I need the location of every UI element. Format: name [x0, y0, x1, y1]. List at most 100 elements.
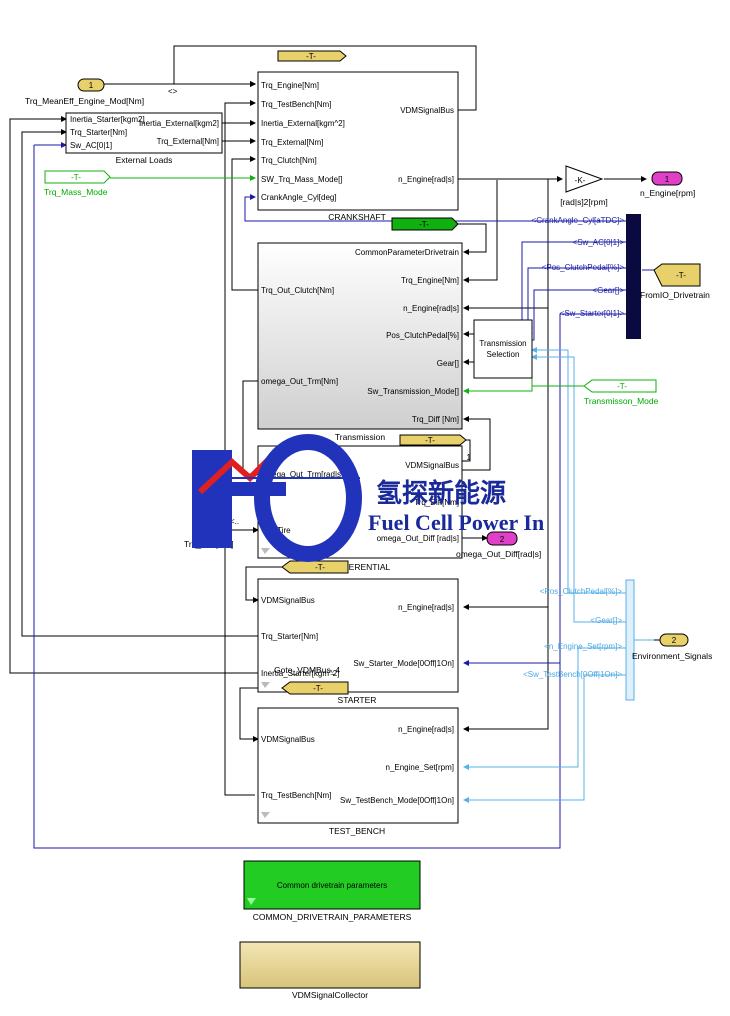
ts-line1: Transmission [479, 339, 526, 348]
bse-out-3: <Sw_TestBench[0Off|1On]> [523, 670, 622, 679]
block-arrow-icon [247, 898, 256, 905]
cs-in-2: Inertia_External[kgm^2] [261, 119, 345, 128]
el-in-sw-ac: Sw_AC[0|1] [70, 141, 112, 150]
env-wires [463, 347, 654, 803]
tr-in-1: Trq_Engine[Nm] [401, 276, 459, 285]
el-in-inertia: Inertia_Starter[kgm2] [70, 115, 145, 124]
inport-1-label: Trq_MeanEff_Engine_Mod[Nm] [25, 96, 144, 106]
st-out-1: Sw_Starter_Mode[0Off|1On] [353, 659, 454, 668]
from-tag-drivetrain[interactable]: -T- [653, 263, 701, 287]
from-tag-transmission-mode[interactable]: -T- [583, 379, 657, 393]
tb-out-1: n_Engine_Set[rpm] [386, 763, 455, 772]
el-in-trq-starter: Trq_Starter[Nm] [70, 128, 127, 137]
tag-label: -T- [313, 684, 323, 693]
tr-out-0: Trq_Out_Clutch[Nm] [261, 286, 334, 295]
cs-in-6: CrankAngle_Cyl[deg] [261, 193, 337, 202]
external-loads-block[interactable]: Inertia_Starter[kgm2] Trq_Starter[Nm] Sw… [65, 112, 223, 154]
signal-wires [9, 45, 647, 796]
tag-label: -T- [425, 436, 435, 445]
bs-out-3: <Gear[]> [592, 286, 624, 295]
bs-out-2: <Pos_ClutchPedal[%]> [542, 263, 625, 272]
bs-out-4: <Sw_Starter[0|1]> [560, 309, 625, 318]
differential-caption: DIFFERENTIAL [330, 562, 391, 572]
transmission-mode-label: Transmisson_Mode [584, 396, 659, 406]
test-bench-block[interactable]: VDMSignalBus Trq_TestBench[Nm] n_Engine[… [257, 707, 459, 824]
cs-in-0: Trq_Engine[Nm] [261, 81, 319, 90]
starter-block[interactable]: VDMSignalBus Trq_Starter[Nm] Inertia_Sta… [257, 578, 459, 693]
inport-1[interactable]: 1 [77, 78, 105, 92]
outport-2-label: omega_Out_Diff[rad|s] [456, 549, 541, 559]
el-out-inertia: Inertia_External[kgm2] [139, 119, 219, 128]
tr-out-1: omega_Out_Trm[Nm] [261, 377, 338, 386]
tag-label: -T- [617, 382, 627, 391]
st-in-1: Trq_Starter[Nm] [261, 632, 318, 641]
block-arrow-icon [261, 548, 270, 554]
bus-selector-top-labels: <CrankAngle_Cyl[aTDC]> <Sw_AC[0|1]> <Pos… [532, 216, 625, 318]
gain-caption: [rad|s]2[rpm] [560, 197, 608, 207]
tag-label: -T- [419, 220, 429, 229]
bse-out-2: <n_Engine_Set[rpm]> [544, 642, 622, 651]
outport-1[interactable]: 1 [651, 171, 683, 186]
goto-tag-differential[interactable]: -T- [399, 434, 467, 446]
goto-tag-testbench[interactable]: -T- [281, 681, 349, 695]
df-out-1: Trq_Diff[Nm] [414, 498, 459, 507]
junction-mark: <> [168, 87, 178, 96]
bus-selector-env[interactable] [625, 579, 635, 701]
outport-1-number: 1 [665, 175, 670, 184]
tr-in-4: Gear[] [437, 359, 459, 368]
df-out-0: VDMSignalBus [405, 461, 459, 470]
outport-2[interactable]: 2 [486, 531, 518, 546]
cs-in-5: SW_Trq_Mass_Mode[] [261, 175, 343, 184]
from-tag-top[interactable]: -T- [277, 50, 347, 62]
from-tag-trq-mass-mode[interactable]: -T- [44, 170, 111, 184]
tr-in-5: Sw_Transmission_Mode[] [367, 387, 459, 396]
collector-caption: VDMSignalCollector [292, 990, 368, 1000]
starter-caption: STARTER [338, 695, 377, 705]
inport-2-label: Environment_Signals [632, 651, 712, 661]
outport-2-number: 2 [500, 535, 505, 544]
fromio-drivetrain-label: FromIO_Drivetrain [640, 290, 710, 300]
tag-label: -T- [306, 52, 316, 61]
st-in-0: VDMSignalBus [261, 596, 315, 605]
bus-selector-top[interactable] [626, 214, 641, 339]
tag-label: -T- [71, 173, 81, 182]
bse-out-1: <Gear[]> [590, 616, 622, 625]
inport-2[interactable]: 2 [659, 633, 689, 647]
bs-out-0: <CrankAngle_Cyl[aTDC]> [532, 216, 625, 225]
transmission-block[interactable]: CommonParameterDrivetrain Trq_Engine[Nm]… [257, 242, 463, 430]
goto-vdmbus-label: Goto_VDMBus_4 [274, 665, 340, 675]
common-drivetrain-params-block[interactable]: Common drivetrain parameters [243, 860, 421, 910]
crankshaft-caption: CRANKSHAFT [328, 212, 386, 222]
outport-1-label: n_Engine[rpm] [640, 188, 695, 198]
bs-out-1: <Sw_AC[0|1]> [573, 238, 625, 247]
from-tag-starter[interactable]: -T- [281, 560, 349, 574]
from-tag-common-params[interactable]: -T- [391, 217, 459, 231]
tb-in-1: Trq_TestBench[Nm] [261, 791, 331, 800]
cdp-inner: Common drivetrain parameters [277, 881, 387, 890]
trq-mass-mode-label: Trq_Mass_Mode [44, 187, 108, 197]
el-out-trq: Trq_External[Nm] [157, 137, 219, 146]
tr-in-0: CommonParameterDrivetrain [355, 248, 459, 257]
crankshaft-block[interactable]: Trq_Engine[Nm] Trq_TestBench[Nm] Inertia… [257, 71, 459, 211]
differential-block[interactable]: omega_Out_Trm[rad|s] VDMSignalBus Trq_Di… [257, 445, 463, 559]
test-bench-caption: TEST_BENCH [329, 826, 385, 836]
tb-out-2: Sw_TestBench_Mode[0Off|1On] [340, 796, 454, 805]
df-in-0: omega_Out_Trm[rad|s] [261, 470, 343, 479]
block-arrow-icon [261, 682, 270, 688]
transmission-selection-block[interactable]: Transmission Selection [473, 319, 533, 379]
cdp-caption: COMMON_DRIVETRAIN_PARAMETERS [253, 912, 412, 922]
vdm-signal-collector-block[interactable] [239, 941, 421, 989]
watermark-cn: 氢探新能源 [376, 478, 506, 508]
st-out-0: n_Engine[rad|s] [398, 603, 454, 612]
tr-in-3: Pos_ClutchPedal[%] [386, 331, 459, 340]
tb-in-0: VDMSignalBus [261, 735, 315, 744]
cs-out-0: VDMSignalBus [400, 106, 454, 115]
junction-one: _1 [461, 453, 471, 462]
inport-1-number: 1 [89, 81, 94, 90]
st-in-2: Inertia_Starter[kgm^2] [261, 669, 339, 678]
watermark-logo [192, 434, 362, 562]
gain-block[interactable]: -K- [565, 165, 604, 193]
external-loads-caption: External Loads [116, 155, 173, 165]
tr-in-2: n_Engine[rad|s] [403, 304, 459, 313]
